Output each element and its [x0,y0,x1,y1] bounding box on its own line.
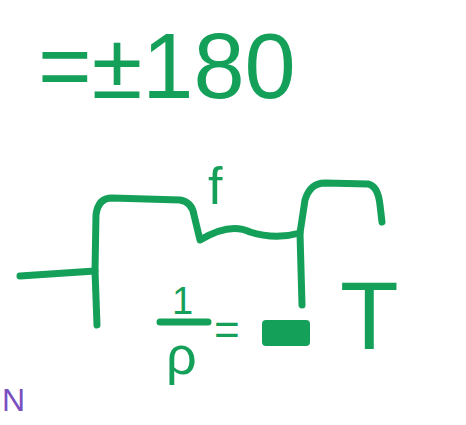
period-symbol: T [340,268,399,364]
tick-mark [95,271,97,325]
waveform [20,183,382,276]
denominator: ρ [166,328,197,382]
numerator: 1 [172,282,193,320]
phase-value: =±180 [38,20,296,112]
frequency-symbol: f [208,160,222,212]
margin-note: N [2,384,25,416]
equals-sign: = [214,308,240,352]
blot [262,320,310,346]
tick-mark [300,233,302,305]
